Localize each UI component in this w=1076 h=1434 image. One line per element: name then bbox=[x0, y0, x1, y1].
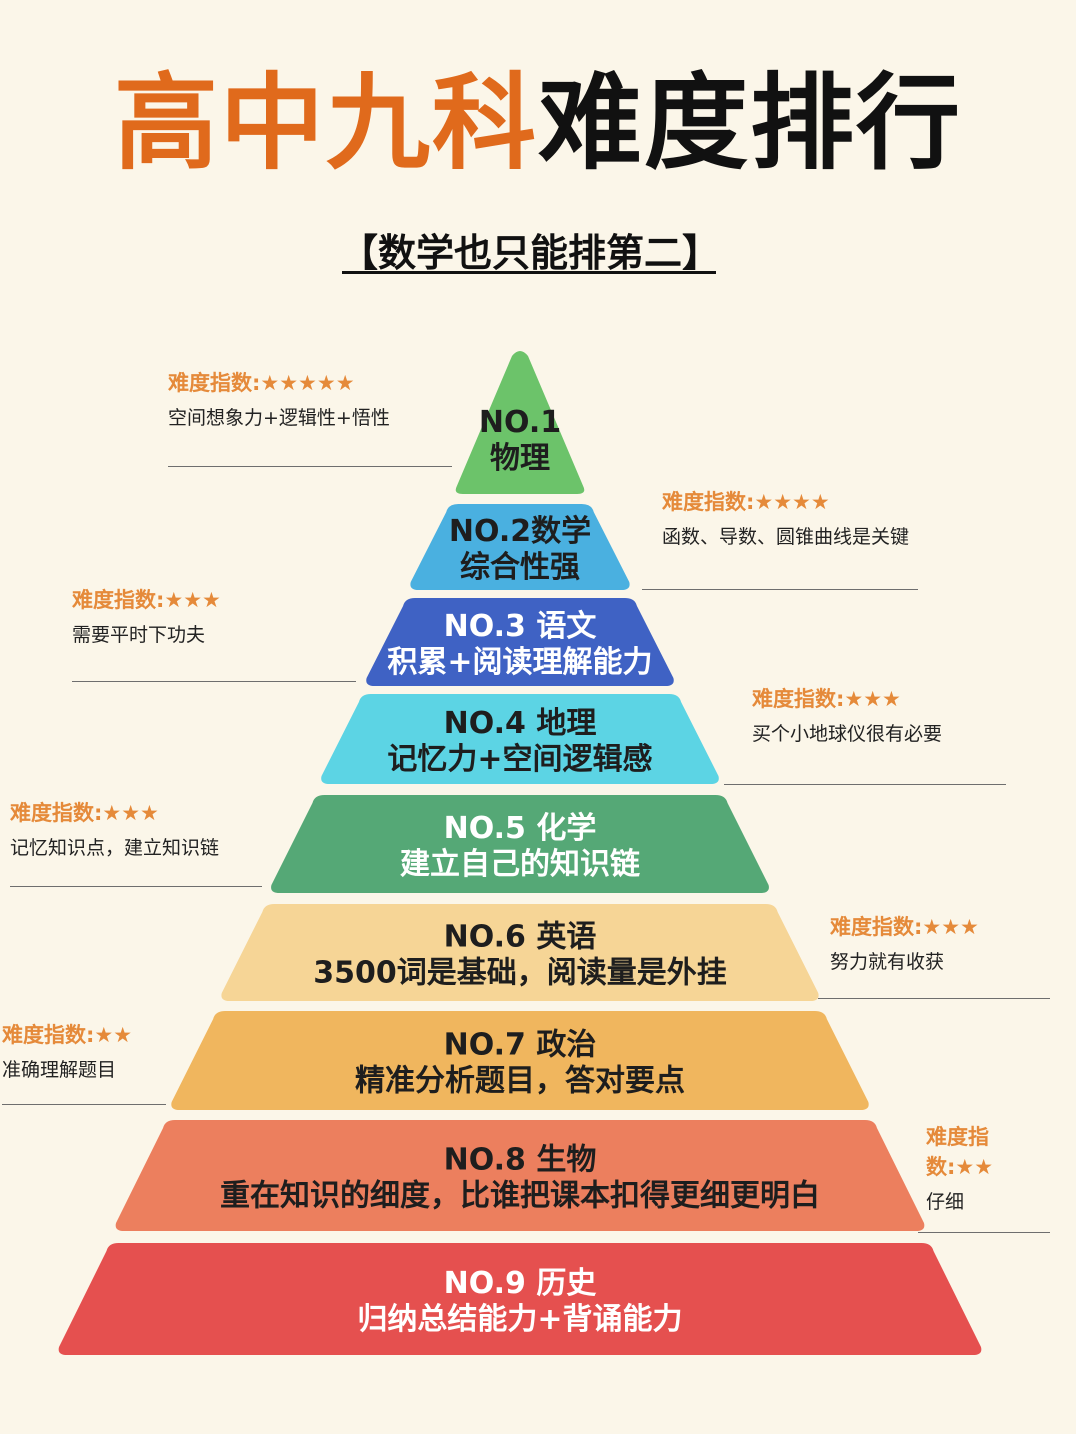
tier-description: 综合性强 bbox=[460, 550, 580, 585]
tier-description: 积累+阅读理解能力 bbox=[387, 645, 652, 680]
note-physics: 难度指数:★★★★★ 空间想象力+逻辑性+悟性 bbox=[168, 368, 458, 467]
subtitle: 【数学也只能排第二】 bbox=[339, 231, 720, 275]
difficulty-rating: 难度指数:★★★ bbox=[752, 687, 901, 711]
tier-description: 建立自己的知识链 bbox=[400, 847, 640, 882]
leader-line bbox=[2, 1104, 166, 1105]
difficulty-rating: 难度指数:★★★ bbox=[830, 915, 979, 939]
note-description: 仔细 bbox=[926, 1191, 965, 1213]
note-math: 难度指数:★★★★ 函数、导数、圆锥曲线是关键 bbox=[642, 487, 922, 590]
subtitle-underline bbox=[342, 271, 716, 274]
note-chinese: 难度指数:★★★ 需要平时下功夫 bbox=[72, 585, 362, 682]
difficulty-rating: 难度指数:★★★★ bbox=[662, 490, 830, 514]
tier-shape bbox=[271, 795, 769, 893]
leader-line bbox=[724, 784, 1006, 785]
leader-line bbox=[72, 681, 356, 682]
note-description: 函数、导数、圆锥曲线是关键 bbox=[662, 526, 910, 548]
title-part-black: 难度排行 bbox=[538, 62, 963, 184]
page-title: 高中九科难度排行 bbox=[0, 48, 1076, 198]
leader-line bbox=[642, 589, 918, 590]
difficulty-rating: 难度指数:★★ bbox=[2, 1023, 133, 1047]
tier-description: 重在知识的细度，比谁把课本扣得更细更明白 bbox=[220, 1179, 820, 1214]
tier-shape bbox=[58, 1243, 982, 1355]
note-politics: 难度指数:★★ 准确理解题目 bbox=[2, 1020, 178, 1105]
note-description: 记忆知识点，建立知识链 bbox=[10, 837, 220, 859]
note-geography: 难度指数:★★★ 买个小地球仪很有必要 bbox=[724, 684, 1012, 785]
tier-shape bbox=[115, 1120, 925, 1231]
tier-rank-subject: NO.2数学 bbox=[449, 514, 591, 549]
tier-rank-subject: NO.8 生物 bbox=[444, 1143, 597, 1178]
tier-rank-subject: NO.3 语文 bbox=[444, 609, 597, 644]
note-english: 难度指数:★★★ 努力就有收获 bbox=[818, 912, 1060, 999]
tier-shape bbox=[366, 598, 674, 686]
note-description: 空间想象力+逻辑性+悟性 bbox=[168, 407, 390, 429]
leader-line bbox=[818, 998, 1050, 999]
tier-shape bbox=[221, 904, 819, 1001]
tier-description: 物理 bbox=[490, 441, 550, 476]
leader-line bbox=[10, 886, 262, 887]
tier-rank-subject: NO.5 化学 bbox=[444, 811, 597, 846]
note-biology: 难度指数:★★ 仔细 bbox=[918, 1122, 1062, 1233]
tier-description: 3500词是基础，阅读量是外挂 bbox=[313, 956, 727, 991]
tier-shape bbox=[321, 694, 719, 784]
tier-shape bbox=[455, 351, 585, 494]
note-description: 买个小地球仪很有必要 bbox=[752, 723, 943, 745]
tier-rank-subject: NO.7 政治 bbox=[444, 1028, 597, 1063]
tier-rank-subject: NO.9 历史 bbox=[444, 1266, 597, 1301]
tier-shape bbox=[410, 504, 630, 590]
difficulty-rating: 难度指数:★★★★★ bbox=[168, 371, 355, 395]
difficulty-rating: 难度指数:★★★ bbox=[10, 801, 159, 825]
difficulty-rating: 难度指数:★★★ bbox=[72, 588, 221, 612]
note-description: 需要平时下功夫 bbox=[72, 624, 206, 646]
tier-rank-subject: NO.6 英语 bbox=[444, 920, 597, 955]
tier-rank-subject: NO.4 地理 bbox=[444, 706, 597, 741]
pyramid-tier-1: NO.1物理 bbox=[455, 351, 585, 494]
note-description: 努力就有收获 bbox=[830, 951, 945, 973]
tier-description: 精准分析题目，答对要点 bbox=[355, 1064, 685, 1099]
note-description: 准确理解题目 bbox=[2, 1059, 117, 1081]
tier-description: 归纳总结能力+背诵能力 bbox=[357, 1302, 682, 1337]
tier-description: 记忆力+空间逻辑感 bbox=[387, 742, 652, 777]
difficulty-rating: 难度指数:★★ bbox=[926, 1125, 994, 1179]
title-part-orange: 高中九科 bbox=[113, 62, 538, 184]
tier-shape bbox=[171, 1011, 869, 1110]
leader-line bbox=[168, 466, 452, 467]
note-chemistry: 难度指数:★★★ 记忆知识点，建立知识链 bbox=[10, 798, 270, 887]
leader-line bbox=[918, 1232, 1050, 1233]
tier-rank-subject: NO.1 bbox=[479, 405, 561, 440]
